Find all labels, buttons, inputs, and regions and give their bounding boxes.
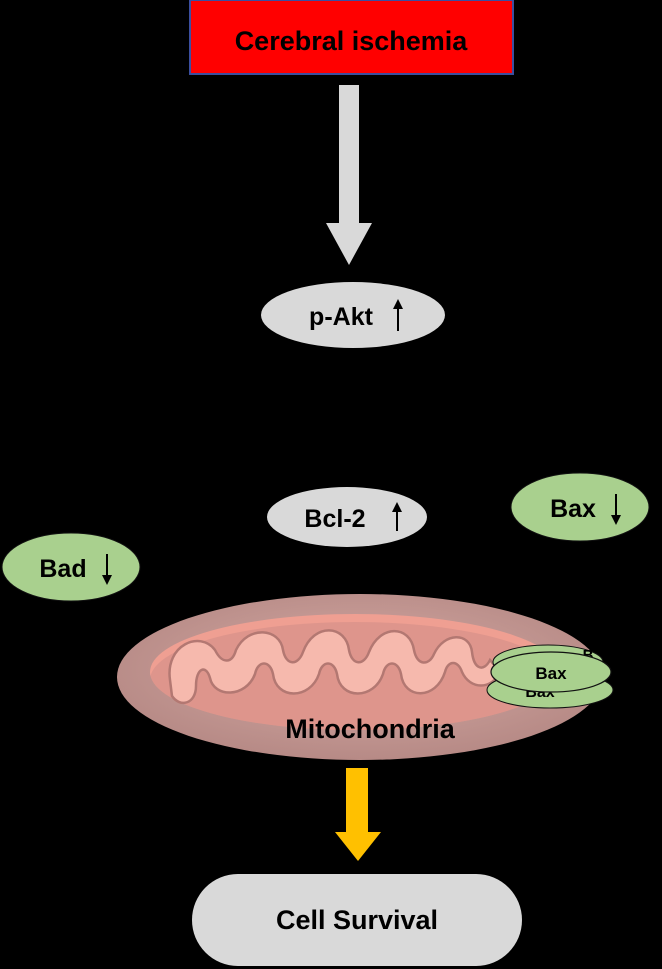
cristae-shape — [168, 629, 502, 705]
up-arrow-icon — [393, 299, 403, 331]
bax-node: Bax — [510, 472, 650, 542]
bax-cluster: Bax B Bax — [486, 644, 614, 709]
p-akt-label: p-Akt — [309, 303, 374, 331]
p-akt-node: p-Akt — [261, 282, 445, 348]
cerebral-ischemia-label: Cerebral ischemia — [235, 26, 469, 56]
bcl2-node: Bcl-2 — [267, 487, 427, 547]
cell-survival-label: Cell Survival — [276, 905, 438, 935]
bad-label: Bad — [39, 555, 86, 583]
bad-node: Bad — [1, 532, 141, 602]
down-arrow-icon — [611, 494, 621, 525]
cell-survival-node: Cell Survival — [192, 874, 522, 966]
bcl2-label: Bcl-2 — [304, 505, 365, 533]
bax-cluster-label-back: B — [583, 647, 594, 664]
down-arrow-icon — [102, 554, 112, 585]
arrow-ischemia-to-pakt — [326, 85, 372, 265]
up-arrow-icon — [392, 502, 402, 531]
mitochondria-label: Mitochondria — [285, 714, 455, 744]
bax-label: Bax — [550, 495, 596, 523]
mitochondria-node: Mitochondria Bax B Bax — [117, 594, 614, 760]
arrow-mito-to-survival — [335, 768, 381, 861]
cerebral-ischemia-node: Cerebral ischemia — [189, 0, 514, 75]
bax-cluster-label-front: Bax — [535, 664, 567, 683]
